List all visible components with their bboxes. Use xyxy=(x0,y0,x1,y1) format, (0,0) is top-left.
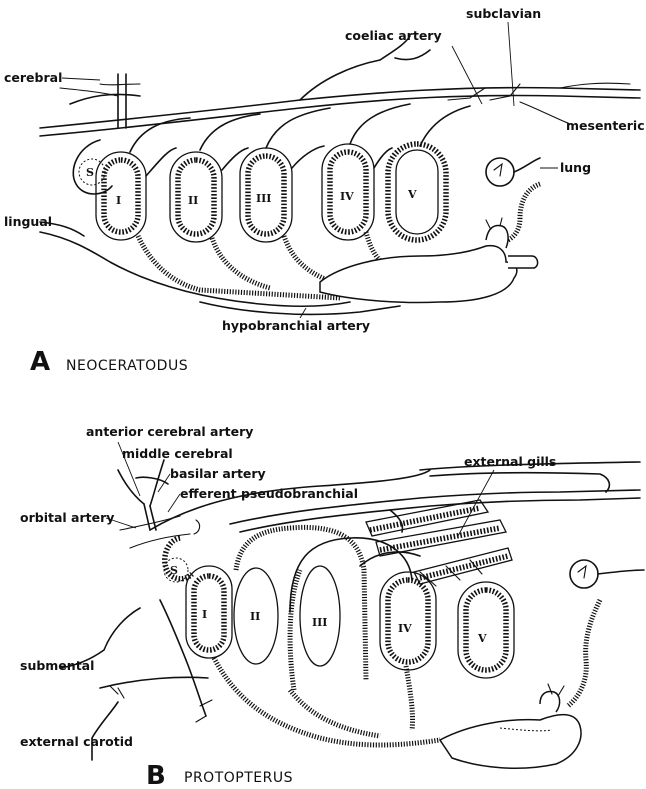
external-gills xyxy=(366,500,512,586)
cerebral-branches xyxy=(60,74,140,128)
panel-b: S I II III IV V xyxy=(20,424,644,789)
arch-label-a-5: V xyxy=(407,188,417,201)
arch-label-a-2: II xyxy=(188,194,198,207)
label-cerebral: cerebral xyxy=(4,70,62,85)
arch-label-a-4: IV xyxy=(340,190,354,203)
label-orbital-artery: orbital artery xyxy=(20,510,114,525)
panel-a-title: NEOCERATODUS xyxy=(66,358,188,374)
arch-label-b-3: III xyxy=(312,616,327,629)
panel-b-title: PROTOPTERUS xyxy=(184,770,293,786)
label-anterior-cerebral-artery: anterior cerebral artery xyxy=(86,424,253,439)
arch-label-a-1: I xyxy=(116,194,121,207)
label-subclavian: subclavian xyxy=(466,6,541,21)
arch-label-a-3: III xyxy=(256,192,271,205)
panel-b-letter: B xyxy=(146,761,166,789)
gill-arches-b: I II III IV V xyxy=(186,527,514,690)
label-basilar-artery: basilar artery xyxy=(170,466,266,481)
label-lung: lung xyxy=(560,160,591,175)
panel-a: S I II III IV xyxy=(4,6,645,377)
label-external-gills: external gills xyxy=(464,454,556,469)
lung-vessel-b xyxy=(568,560,644,706)
heart-b xyxy=(440,684,581,768)
arch-label-b-1: I xyxy=(202,608,207,621)
label-lingual: lingual xyxy=(4,214,52,229)
panel-a-letter: A xyxy=(30,347,50,377)
label-coeliac-artery: coeliac artery xyxy=(345,28,442,43)
label-mesenteric: mesenteric xyxy=(566,118,645,133)
spiracle-b: S xyxy=(164,538,192,582)
label-middle-cerebral: middle cerebral xyxy=(122,446,233,461)
dorsal-aorta-a xyxy=(40,36,640,136)
label-external-carotid: external carotid xyxy=(20,734,133,749)
arch-label-b-5: V xyxy=(477,632,487,645)
label-efferent-pseudobranchial: efferent pseudobranchial xyxy=(180,486,358,501)
spiracle-label-a: S xyxy=(86,166,94,179)
arch-label-b-2: II xyxy=(250,610,260,623)
label-hypobranchial-artery: hypobranchial artery xyxy=(222,318,370,333)
label-submental: submental xyxy=(20,658,94,673)
arch-label-b-4: IV xyxy=(398,622,412,635)
spiracle-label-b: S xyxy=(170,564,178,577)
